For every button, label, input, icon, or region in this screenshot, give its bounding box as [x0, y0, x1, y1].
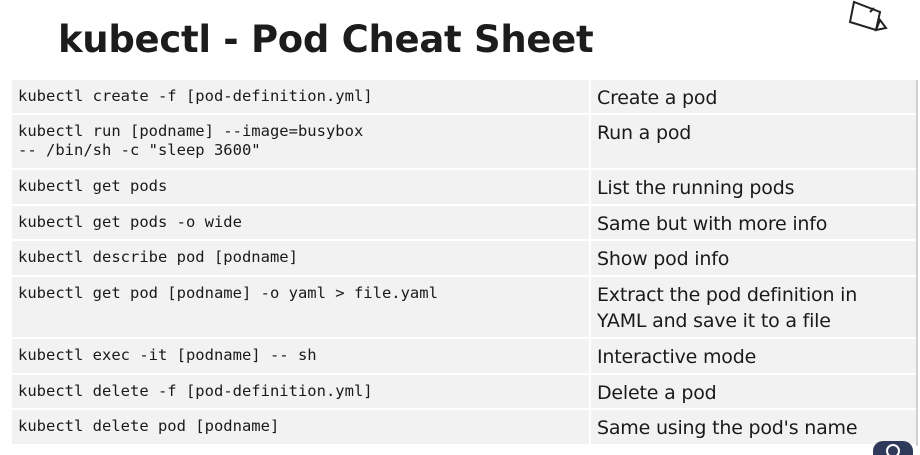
command-cell: kubectl run [podname] --image=busybox --…: [12, 114, 591, 170]
table-row: kubectl run [podname] --image=busybox --…: [12, 114, 916, 170]
document-icon: [848, 0, 888, 32]
description-cell: Same but with more info: [590, 205, 916, 241]
page-title: kubectl - Pod Cheat Sheet: [58, 18, 594, 61]
navigation-icon[interactable]: [873, 441, 913, 455]
table-shadow: [914, 80, 918, 446]
table-row: kubectl get pods List the running pods: [12, 169, 916, 206]
description-cell: Same using the pod's name: [590, 409, 916, 446]
table-row: kubectl exec -it [podname] -- sh Interac…: [12, 338, 916, 375]
description-cell: Show pod info: [590, 240, 916, 277]
description-cell: Interactive mode: [590, 338, 916, 375]
command-cell: kubectl delete -f [pod-definition.yml]: [12, 374, 591, 410]
table-row: kubectl delete pod [podname] Same using …: [12, 409, 916, 446]
table-row: kubectl get pods -o wide Same but with m…: [12, 205, 916, 241]
circle-icon: [886, 444, 900, 455]
table-row: kubectl delete -f [pod-definition.yml] D…: [12, 374, 916, 410]
table-row: kubectl create -f [pod-definition.yml] C…: [12, 80, 916, 115]
table-row: kubectl describe pod [podname] Show pod …: [12, 240, 916, 277]
description-cell: Extract the pod definition in YAML and s…: [590, 276, 916, 339]
description-cell: Create a pod: [590, 80, 916, 115]
cheat-sheet-table: kubectl create -f [pod-definition.yml] C…: [12, 80, 916, 446]
table-row: kubectl get pod [podname] -o yaml > file…: [12, 276, 916, 339]
command-cell: kubectl get pods: [12, 169, 591, 206]
command-cell: kubectl create -f [pod-definition.yml]: [12, 80, 591, 115]
command-cell: kubectl get pod [podname] -o yaml > file…: [12, 276, 591, 339]
description-cell: Delete a pod: [590, 374, 916, 410]
command-cell: kubectl get pods -o wide: [12, 205, 591, 241]
command-cell: kubectl delete pod [podname]: [12, 409, 591, 446]
command-cell: kubectl describe pod [podname]: [12, 240, 591, 277]
description-cell: Run a pod: [590, 114, 916, 170]
command-cell: kubectl exec -it [podname] -- sh: [12, 338, 591, 375]
description-cell: List the running pods: [590, 169, 916, 206]
